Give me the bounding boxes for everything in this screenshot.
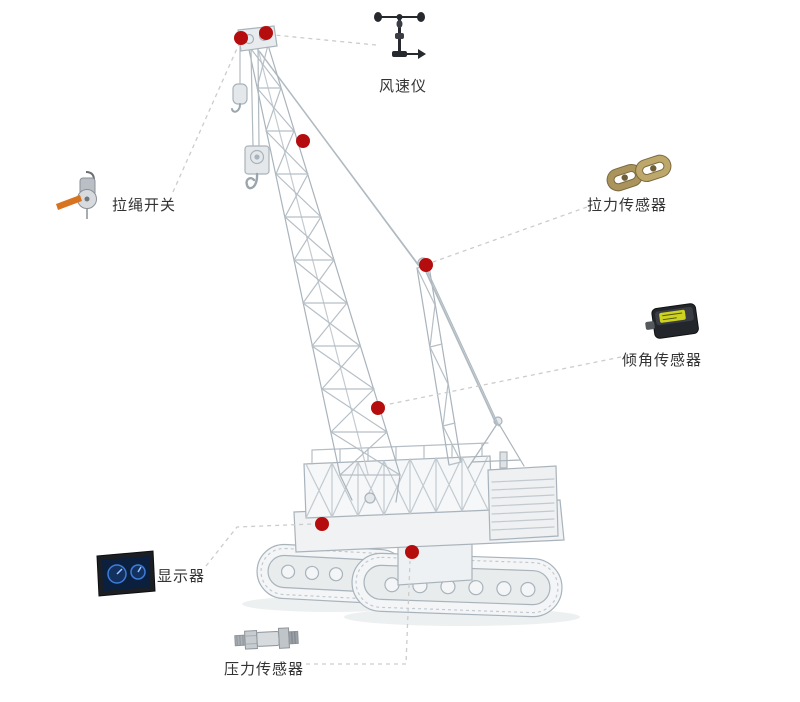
label-tilt-sensor: 倾角传感器 [622, 352, 703, 369]
tilt-sensor-icon [645, 303, 699, 339]
label-pressure-sensor: 压力传感器 [224, 661, 305, 678]
connector-tilt-sensor [384, 356, 622, 406]
crane-illustration [231, 25, 565, 618]
boom-lattice [247, 44, 401, 504]
connector-tension-sensor [432, 206, 588, 263]
sensor-marker-boom-head-tip [259, 26, 273, 40]
label-pull-rope-switch: 拉绳开关 [112, 197, 177, 214]
connector-display [205, 523, 314, 567]
sensor-marker-boom-lower [371, 401, 385, 415]
pendant-ropes [255, 46, 500, 427]
callout-connectors [172, 34, 622, 665]
display-icon [96, 550, 156, 597]
label-tension-sensor: 拉力传感器 [587, 197, 668, 214]
tension-sensor-icon [606, 154, 672, 192]
mast-lattice [416, 257, 462, 466]
pull-rope-switch-icon [56, 171, 97, 219]
label-display: 显示器 [157, 568, 206, 585]
sensor-marker-boom-head-left [234, 31, 248, 45]
sensor-marker-boom-upper [296, 134, 310, 148]
sensor-markers [234, 26, 433, 559]
connector-pressure-sensor [298, 560, 411, 665]
connector-anemometer [273, 34, 377, 46]
hook-and-lines [231, 43, 270, 190]
sensor-marker-carbody [405, 545, 419, 559]
sensor-marker-mast-top [419, 258, 433, 272]
pressure-sensor-icon [234, 627, 299, 650]
label-anemometer: 风速仪 [379, 78, 428, 95]
engine-housing [487, 451, 559, 541]
anemometer-icon [374, 12, 426, 59]
connector-pull-rope-switch [172, 43, 240, 193]
sensor-marker-superstructure [315, 517, 329, 531]
